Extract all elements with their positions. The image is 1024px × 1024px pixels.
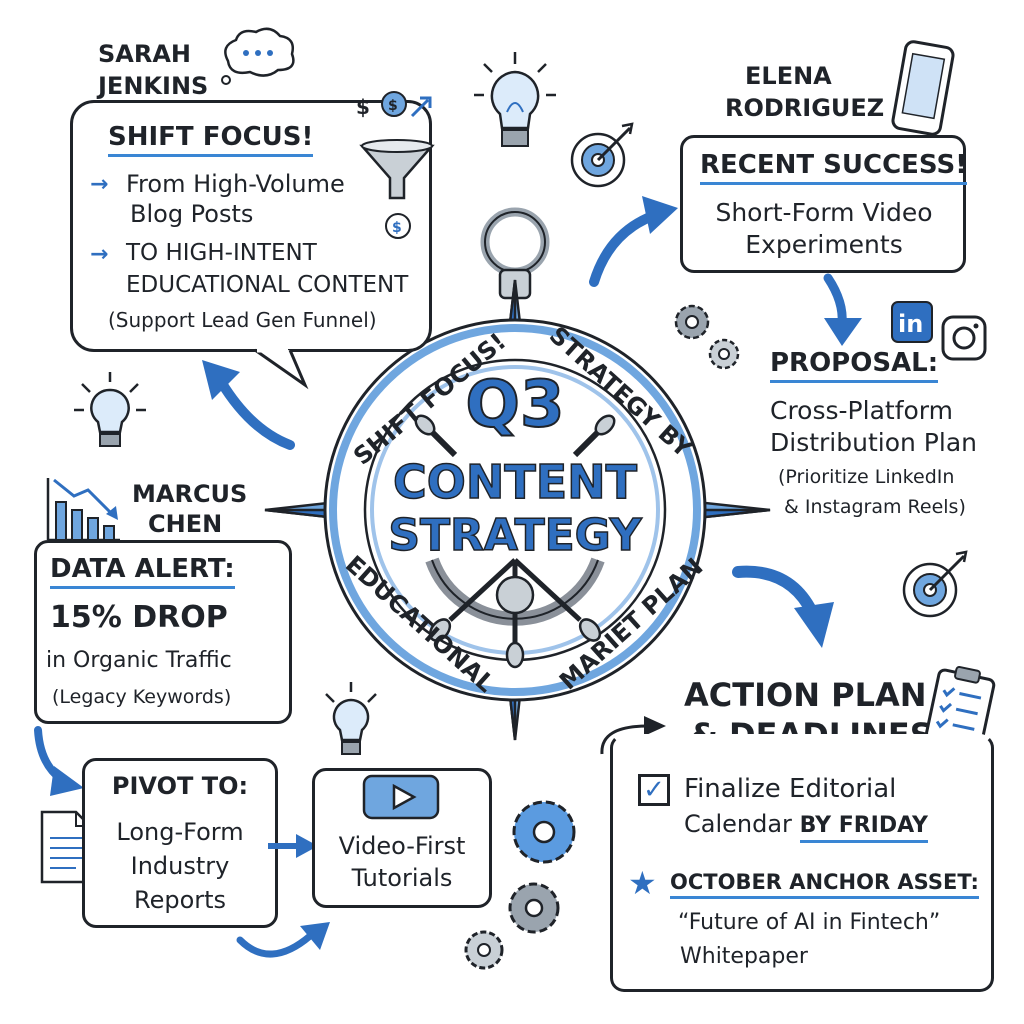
funnel-icon: $ $ $ bbox=[356, 91, 435, 239]
video-line2: Tutorials bbox=[351, 864, 453, 892]
lightbulb-icon bbox=[325, 682, 377, 755]
arrow-icon: → bbox=[90, 172, 109, 197]
play-icon bbox=[362, 774, 440, 820]
sarah-line2b: EDUCATIONAL CONTENT bbox=[126, 272, 409, 298]
sarah-line1a: From High-Volume bbox=[126, 170, 345, 198]
sarah-line1b: Blog Posts bbox=[130, 200, 254, 228]
sarah-note: (Support Lead Gen Funnel) bbox=[108, 308, 377, 332]
svg-text:$: $ bbox=[388, 98, 398, 114]
phone-icon bbox=[891, 40, 955, 136]
marcus-heading-text: DATA ALERT: bbox=[50, 554, 235, 589]
instagram-icon bbox=[941, 315, 987, 361]
center-title-line1: CONTENT bbox=[392, 454, 638, 510]
marcus-card bbox=[34, 540, 292, 724]
arrow-to-video bbox=[268, 834, 318, 858]
bar-chart-icon bbox=[46, 478, 120, 542]
sarah-heading-text: SHIFT FOCUS! bbox=[108, 122, 314, 157]
action-item2-heading: OCTOBER ANCHOR ASSET: bbox=[670, 870, 979, 899]
arrow-to-action-box bbox=[600, 716, 666, 755]
proposal-line1: Cross-Platform bbox=[770, 396, 953, 425]
sarah-line2a: TO HIGH-INTENT bbox=[126, 240, 317, 266]
action-item1-line2: Calendar BY FRIDAY bbox=[684, 810, 928, 843]
arrow-to-action bbox=[732, 565, 834, 648]
proposal-note1: (Prioritize LinkedIn bbox=[778, 466, 955, 488]
arrow-to-pivot bbox=[34, 726, 84, 796]
elena-name-line1: ELENA bbox=[745, 62, 832, 90]
marcus-stat: 15% DROP bbox=[50, 600, 228, 635]
svg-text:$: $ bbox=[356, 95, 370, 119]
marcus-line1: in Organic Traffic bbox=[46, 648, 232, 673]
lightbulb-icon bbox=[474, 52, 556, 147]
star-icon: ★ bbox=[628, 864, 657, 902]
arrow-curve-bottom bbox=[236, 922, 330, 958]
target-icon bbox=[902, 550, 968, 618]
pivot-heading: PIVOT TO: bbox=[111, 772, 249, 800]
pivot-card bbox=[82, 758, 278, 928]
center-title-q3: Q3 bbox=[465, 367, 566, 443]
proposal-heading-text: PROPOSAL: bbox=[770, 348, 939, 383]
linkedin-icon: in bbox=[891, 301, 933, 343]
action-heading-line1: ACTION PLAN bbox=[684, 676, 927, 714]
action-card bbox=[610, 734, 994, 992]
lightbulb-icon bbox=[74, 372, 146, 447]
thought-bubble-icon bbox=[221, 27, 295, 85]
marcus-note: (Legacy Keywords) bbox=[52, 686, 232, 708]
proposal-note2: & Instagram Reels) bbox=[784, 496, 966, 518]
action-item1-calendar: Calendar bbox=[684, 810, 792, 838]
arrow-to-sarah bbox=[202, 360, 295, 450]
arrow-icon: → bbox=[90, 242, 109, 267]
marcus-heading: DATA ALERT: bbox=[50, 554, 235, 589]
arrow-to-proposal bbox=[823, 273, 862, 346]
pivot-line1: Long-Form bbox=[116, 818, 244, 846]
elena-heading-text: RECENT SUCCESS! bbox=[700, 150, 968, 185]
ship-wheel-icon bbox=[414, 414, 616, 669]
elena-name-line2: RODRIGUEZ bbox=[725, 94, 885, 122]
checkbox-icon: ✓ bbox=[638, 774, 670, 806]
svg-text:in: in bbox=[898, 310, 923, 338]
pivot-line3: Reports bbox=[133, 886, 227, 914]
center-title-line2: STRATEGY bbox=[388, 509, 643, 562]
document-icon bbox=[40, 810, 92, 884]
sarah-heading: SHIFT FOCUS! bbox=[108, 122, 314, 157]
proposal-heading: PROPOSAL: bbox=[770, 348, 939, 383]
sarah-card-tail bbox=[254, 347, 309, 390]
gear-icon bbox=[464, 800, 576, 970]
elena-card bbox=[680, 135, 966, 273]
elena-heading: RECENT SUCCESS! bbox=[700, 150, 968, 185]
elena-body-line1: Short-Form Video bbox=[715, 198, 933, 227]
target-icon bbox=[570, 122, 634, 188]
marcus-name-line2: CHEN bbox=[148, 510, 223, 538]
svg-text:$: $ bbox=[392, 220, 402, 236]
sarah-name-line2: JENKINS bbox=[98, 72, 209, 100]
action-item2-line1: “Future of AI in Fintech” bbox=[678, 910, 941, 935]
arrow-to-elena bbox=[589, 196, 678, 287]
action-item2-line2: Whitepaper bbox=[680, 944, 808, 969]
pivot-line2: Industry bbox=[130, 852, 230, 880]
gear-icon bbox=[674, 304, 740, 370]
action-item1-deadline: BY FRIDAY bbox=[799, 813, 928, 843]
elena-body-line2: Experiments bbox=[745, 230, 903, 259]
check-icon: ✓ bbox=[643, 775, 665, 805]
sarah-name-line1: SARAH bbox=[98, 40, 191, 68]
action-item1-line1: Finalize Editorial bbox=[684, 774, 897, 804]
marcus-name-line1: MARCUS bbox=[132, 480, 248, 508]
action-item2-heading-text: OCTOBER ANCHOR ASSET: bbox=[670, 870, 979, 899]
proposal-line2: Distribution Plan bbox=[770, 428, 977, 457]
video-line1: Video-First bbox=[338, 832, 466, 860]
